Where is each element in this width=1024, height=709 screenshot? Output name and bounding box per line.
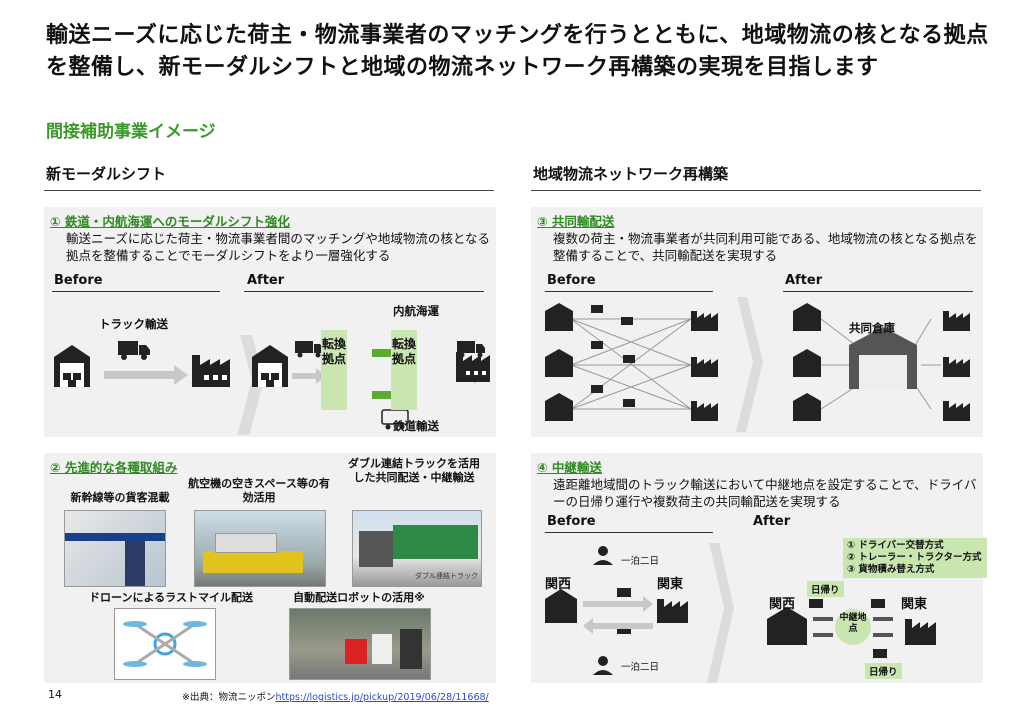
kansai-label-after: 関西 (769, 597, 796, 612)
panel-advanced-initiatives: ② 先進的な各種取組み 新幹線等の貨客混載 航空機の空きスペース等の有効活用 ダ… (44, 453, 496, 683)
coastal-shipping-label: 内航海運 (393, 304, 439, 318)
rail-transport-label: 鉄道輸送 (393, 419, 439, 433)
panel-modal-shift: ① 鉄道・内航海運へのモーダルシフト強化 輸送ニーズに応じた荷主・物流事業者間の… (44, 207, 496, 437)
method-1: ① ドライバー交替方式 (847, 540, 944, 551)
section-subtitle: 間接補助事業イメージ (46, 122, 216, 142)
daytrip-label-top: 日帰り (807, 581, 844, 597)
panel1-desc: 輸送ニーズに応じた荷主・物流事業者間のマッチングや地域物流の核となる拠点を整備す… (66, 231, 491, 263)
left-section-title: 新モーダルシフト (46, 165, 167, 183)
methods-box: ① ドライバー交替方式 ② トレーラー・トラクター方式 ③ 貨物積み替え方式 (843, 538, 987, 578)
caption-shinkansen: 新幹線等の貨客混載 (70, 491, 170, 504)
source-note: ※出典：物流ニッポンhttps://logistics.jp/pickup/20… (182, 689, 489, 703)
panel3-desc: 複数の荷主・物流事業者が共同利用可能である、地域物流の核となる拠点を整備すること… (553, 231, 978, 263)
panel4-title: ④ 中継輸送 (537, 460, 602, 475)
source-link[interactable]: https://logistics.jp/pickup/2019/06/28/1… (275, 692, 489, 703)
truck-icon (295, 341, 323, 358)
right-divider (531, 190, 981, 191)
aircraft-photo (194, 510, 326, 587)
robot-photo (289, 608, 431, 680)
caption-double-truck: ダブル連結トラックを活用した共同配送・中継輸送 (348, 457, 480, 484)
warehouse-icon (252, 345, 288, 387)
panel3-before: Before (547, 273, 596, 288)
warehouse-icon (849, 327, 917, 389)
source-label: ※出典：物流ニッポン (182, 692, 276, 703)
right-section-title: 地域物流ネットワーク再構築 (533, 165, 729, 183)
joint-warehouse-label: 共同倉庫 (849, 321, 895, 335)
transfer-hub-2: 転換拠点 (391, 330, 417, 410)
truck-icon (118, 341, 150, 360)
panel3-diagram (545, 297, 970, 432)
panel4-desc: 遠距離地域間のトラック輸送において中継地点を設定することで、ドライバーの日帰り運… (553, 477, 977, 509)
warehouse-icon (54, 345, 90, 387)
page-title: 輸送ニーズに応じた荷主・物流事業者のマッチングを行うとともに、地域物流の核となる… (46, 23, 989, 80)
method-3: ③ 貨物積み替え方式 (847, 564, 935, 575)
panel4-after: After (753, 514, 791, 529)
panel4-diagram (545, 543, 936, 683)
factory-icon (192, 355, 230, 387)
kanto-label-after: 関東 (901, 597, 928, 612)
arrow-icon (104, 365, 188, 385)
panel-relay-transport: ④ 中継輸送 遠距離地域間のトラック輸送において中継地点を設定することで、ドライ… (531, 453, 987, 683)
shinkansen-photo (64, 510, 166, 587)
panel-joint-delivery: ③ 共同輸配送 複数の荷主・物流事業者が共同利用可能である、地域物流の核となる拠… (531, 207, 983, 437)
panel1-title: ① 鉄道・内航海運へのモーダルシフト強化 (50, 214, 290, 229)
page-number: 14 (48, 688, 62, 701)
daytrip-label-bottom: 日帰り (865, 663, 902, 679)
kanto-label-before: 関東 (657, 577, 684, 592)
truck-transport-label: トラック輸送 (99, 317, 168, 331)
kansai-label-before: 関西 (545, 577, 572, 592)
caption-robot: 自動配送ロボットの活用※ (293, 591, 425, 604)
truck-icon (457, 341, 485, 358)
train-icon (381, 409, 409, 430)
relay-point-label: 中継地点 (839, 613, 867, 634)
transfer-hub-1: 転換拠点 (321, 330, 347, 410)
double-truck-photo: ダブル連結トラック (352, 510, 482, 587)
panel3-title: ③ 共同輸配送 (537, 214, 615, 229)
method-2: ② トレーラー・トラクター方式 (847, 552, 982, 563)
double-truck-caption: ダブル連結トラック (415, 572, 478, 580)
panel4-before: Before (547, 514, 596, 529)
panel2-title: ② 先進的な各種取組み (50, 460, 178, 475)
panel1-after: After (247, 273, 285, 288)
left-divider (44, 190, 494, 191)
panel3-after: After (785, 273, 823, 288)
arrow-icon (292, 368, 326, 384)
factory-icon (456, 352, 490, 382)
panel1-before: Before (54, 273, 103, 288)
drone-photo (114, 608, 216, 680)
caption-drone: ドローンによるラストマイル配送 (89, 591, 253, 604)
caption-aircraft: 航空機の空きスペース等の有効活用 (188, 477, 330, 504)
overnight-label-bottom: 一泊二日 (621, 662, 660, 673)
overnight-label-top: 一泊二日 (621, 556, 660, 567)
